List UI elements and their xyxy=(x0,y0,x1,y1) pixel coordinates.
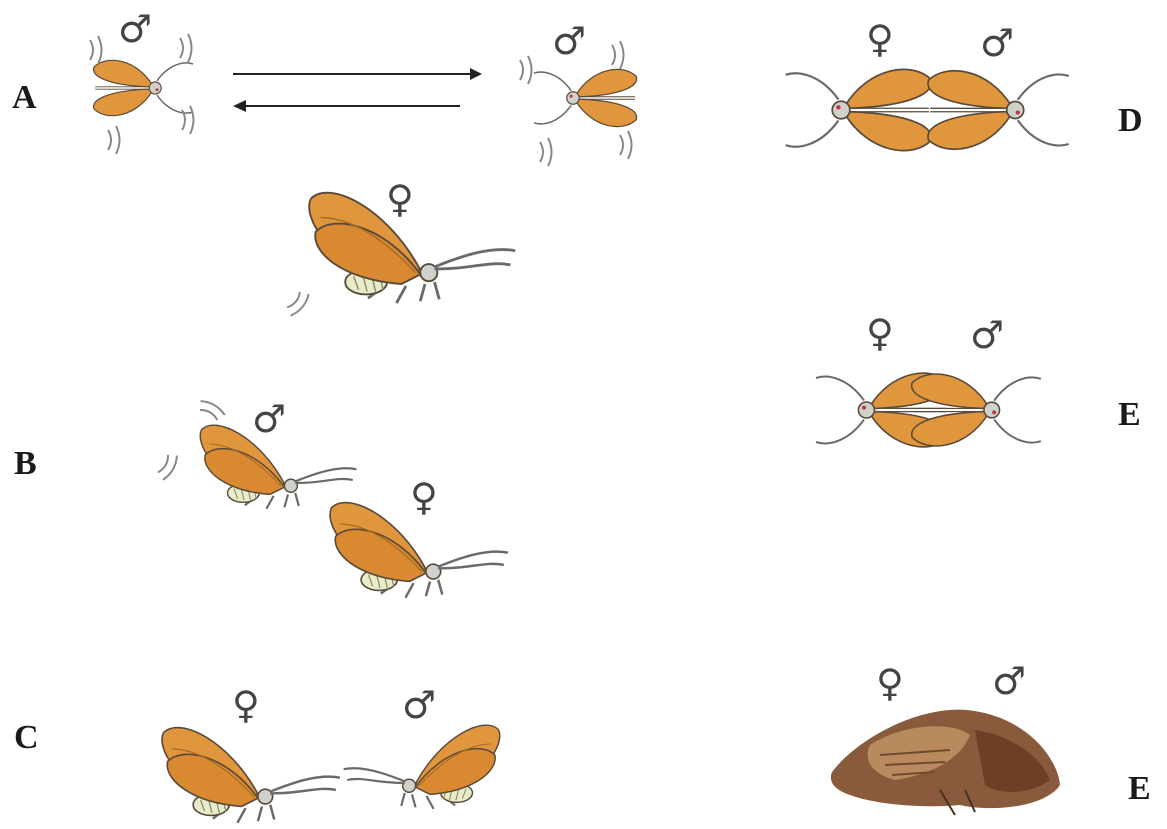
panel-a-male-left xyxy=(90,34,194,154)
panel-b-male-symbol: ♂ xyxy=(252,397,286,441)
panel-a-female-symbol: ♀ xyxy=(386,177,414,221)
panel-label-c: C xyxy=(14,719,39,756)
panel-c-female-symbol: ♀ xyxy=(232,683,260,727)
panel-a-male-symbol-right: ♂ xyxy=(552,19,586,63)
panel-label-b: B xyxy=(14,445,37,482)
panel-c-female-side xyxy=(162,728,340,823)
panel-e-male-symbol: ♂ xyxy=(970,313,1004,357)
panel-label-d: D xyxy=(1118,102,1143,139)
panel-label-a: A xyxy=(12,79,37,116)
panel-c-male-symbol: ♂ xyxy=(402,683,436,727)
panel-c-male-side xyxy=(344,725,500,809)
panel-a-male-symbol-left: ♂ xyxy=(118,7,152,51)
panel-b-female-symbol: ♀ xyxy=(410,475,438,519)
panel-e-specimen-female-symbol: ♀ xyxy=(876,661,904,705)
panel-e-female-symbol: ♀ xyxy=(866,311,894,355)
panel-label-e-top: E xyxy=(1118,396,1141,433)
panel-e-pair-top-view xyxy=(816,373,1041,447)
panel-d-male-symbol: ♂ xyxy=(980,21,1014,65)
panel-a-arrows xyxy=(233,68,482,112)
panel-d-pair-top-view xyxy=(786,69,1069,150)
panel-d-female-symbol: ♀ xyxy=(866,17,894,61)
panel-e-mating-specimen xyxy=(831,710,1060,815)
panel-e-specimen-male-symbol: ♂ xyxy=(992,659,1026,703)
panel-label-e-bottom: E xyxy=(1128,770,1151,807)
